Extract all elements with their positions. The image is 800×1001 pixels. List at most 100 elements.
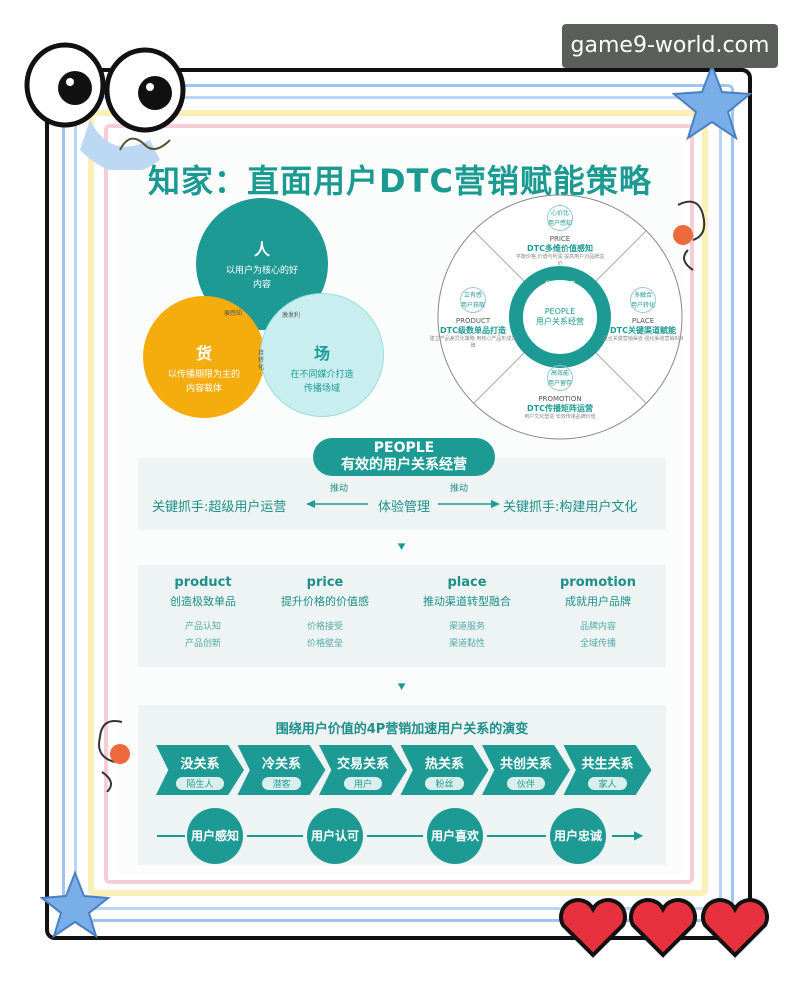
venn-desc: 在不同媒介打造传播场域 [290, 370, 354, 394]
four-p-item: 品牌内容 [579, 622, 616, 632]
four-p-column-product: product 创造极致单品 产品认知 产品创新 [143, 575, 263, 653]
four-p-band [138, 565, 666, 667]
relation-step: 冷关系 潜客 [237, 745, 326, 795]
relation-tag: 伙伴 [506, 777, 545, 790]
segment-en: PROMOTION [538, 395, 582, 403]
segment-zh: DTC级数单品打造 [440, 326, 506, 335]
segment-zh: DTC传播矩阵运营 [527, 404, 593, 413]
stage-circle: 用户感知 [187, 808, 243, 864]
segment-badge: 立有感 [463, 292, 482, 299]
four-p-item: 全域传播 [579, 639, 616, 649]
push-label: 推动 [450, 484, 469, 494]
star-icon [672, 63, 752, 141]
dtc-wheel [437, 194, 683, 440]
chevron-down-icon: ⯆ [396, 680, 408, 696]
venn-title: 场 [313, 344, 330, 363]
segment-badge: 多触合 [633, 292, 652, 299]
segment-sub: 用户获取 [461, 302, 486, 309]
wheel-center-en: PEOPLE [544, 307, 576, 316]
relation-tag: 家人 [588, 777, 627, 790]
relation-step: 共生关系 家人 [563, 745, 652, 795]
connector-line [157, 835, 185, 837]
connector-line [367, 835, 423, 837]
frame-stripe [104, 124, 694, 884]
flow-left: 关键抓手:超级用户运营 [152, 500, 287, 515]
wheel-center-zh: 用户关系经营 [536, 317, 584, 326]
four-p-zh: 成就用户品牌 [565, 595, 631, 608]
people-en: PEOPLE [373, 440, 435, 456]
relation-name: 没关系 [180, 757, 220, 772]
four-p-item: 价格壁垒 [306, 639, 343, 649]
relation-tag: 用户 [343, 777, 382, 790]
relation-tag: 潜客 [262, 777, 301, 790]
four-p-zh: 推动渠道转型融合 [423, 595, 511, 608]
flow-center: 体验管理 [378, 500, 431, 515]
four-p-zh: 提升价格的价值感 [281, 595, 369, 608]
relation-name: 冷关系 [261, 757, 301, 772]
push-label: 推动 [330, 484, 349, 494]
relation-name: 热关系 [424, 757, 464, 772]
stage-circle: 用户喜欢 [427, 808, 483, 864]
wheel-center: PEOPLE 用户关系经营 [520, 307, 600, 327]
relation-name: 共生关系 [581, 757, 634, 772]
relation-step: 没关系 陌生人 [156, 745, 244, 795]
evolution-title: 围绕用户价值的4P营销加速用户关系的演变 [275, 722, 529, 737]
segment-zh: DTC多维价值感知 [527, 244, 593, 253]
segment-desc: 整合关键营销渠道 强化渠道营销ROI [602, 336, 684, 342]
venn-overlap-label: 展感知 [224, 310, 243, 317]
frame-stripe [74, 96, 722, 910]
cartoon-eyes-icon [24, 42, 186, 170]
frame-stripe [62, 84, 734, 922]
hearts-icon [559, 898, 769, 958]
relation-step: 共创关系 伙伴 [482, 745, 570, 795]
segment-badge: 心价比 [550, 210, 569, 217]
four-p-en: price [306, 575, 344, 590]
relation-name: 交易关系 [336, 757, 389, 772]
chevron-down-icon: ⯆ [396, 540, 408, 556]
segment-badge: 高效能 [550, 370, 569, 377]
segment-en: PRICE [549, 235, 571, 243]
arrow-right-icon [438, 500, 500, 508]
stage-circle: 用户认可 [307, 808, 363, 864]
four-p-item: 渠道黏性 [448, 639, 485, 649]
four-p-zh: 创造极致单品 [170, 595, 236, 608]
page-title: 知家：直面用户DTC营销赋能策略 [148, 162, 652, 200]
segment-sub: 用户留存 [548, 380, 573, 387]
relation-tag: 陌生人 [176, 777, 224, 790]
wheel-ring-label: 用户文化塑造 [544, 345, 575, 351]
people-zh: 有效的用户关系经营 [341, 457, 467, 473]
venn-desc: 以传播期限为主的内容载体 [167, 370, 240, 394]
segment-sub: 用户感知 [548, 220, 573, 227]
star-icon [40, 870, 110, 939]
four-p-column-place: place 推动渠道转型融合 渠道服务 渠道黏性 [407, 575, 527, 653]
venn-title: 货 [195, 344, 212, 363]
four-p-item: 渠道服务 [448, 622, 485, 632]
watermark: game9-world.com [562, 24, 778, 68]
four-p-column-promotion: promotion 成就用户品牌 品牌内容 全域传播 [538, 575, 658, 653]
flow-right: 关键抓手:构建用户文化 [503, 500, 638, 515]
venn-overlap-label: 激发利 [282, 312, 301, 319]
connector-line [612, 835, 640, 837]
relation-step: 交易关系 用户 [319, 745, 407, 795]
wheel-ring-label: 超级用户运营 [544, 281, 575, 287]
arrow-right-icon: ▶ [634, 828, 644, 842]
four-p-en: product [174, 575, 232, 590]
relation-name: 共创关系 [499, 757, 552, 772]
segment-desc: 平衡价格,价值与利润 提高用户对品牌溢价 [515, 254, 605, 267]
venn-desc: 以用户为核心的好内容 [226, 266, 299, 290]
four-p-item: 价格接受 [306, 622, 343, 632]
segment-en: PRODUCT [455, 317, 491, 325]
four-p-column-price: price 提升价格的价值感 价格接受 价格壁垒 [265, 575, 385, 653]
four-p-item: 产品创新 [184, 639, 221, 649]
segment-sub: 用户转化 [631, 302, 656, 309]
venn-title: 人 [253, 240, 270, 259]
people-pill: PEOPLE 有效的用户关系经营 [313, 438, 495, 476]
stage-circle: 用户忠诚 [550, 808, 606, 864]
segment-en: PLACE [631, 317, 655, 325]
venn-circle-scene: 场 在不同媒介打造传播场域 [260, 293, 384, 417]
segment-desc: 建立产品差异化策略 用核心产品形成口碑 [429, 336, 517, 349]
venn-overlap-label: 持转化 [258, 350, 265, 371]
